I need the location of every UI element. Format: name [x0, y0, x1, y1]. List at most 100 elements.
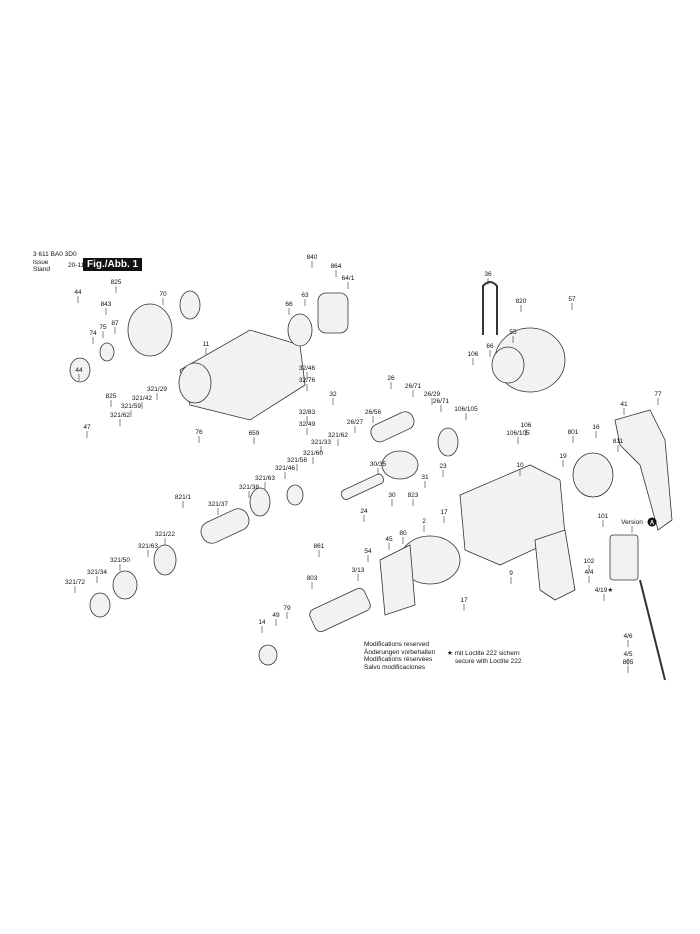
part-label: 4/5	[623, 651, 632, 658]
part-label: 321/72	[65, 579, 85, 586]
part-label: 44	[75, 367, 83, 374]
part-label: 106	[521, 422, 532, 429]
part-label: 864	[331, 263, 342, 270]
version-badge-letter: A	[650, 521, 655, 527]
part-label: 76	[195, 429, 203, 436]
part-label: 32	[329, 391, 337, 398]
part-label: 17	[460, 597, 468, 604]
part-label: 321/22	[155, 531, 175, 538]
part-tool-holder	[127, 303, 173, 357]
part-label: 64/1	[342, 275, 355, 282]
part-label: 45	[385, 536, 393, 543]
part-label: 47	[83, 424, 91, 431]
part-label: 44	[74, 289, 82, 296]
star-icon: ★	[447, 650, 453, 657]
part-ring	[99, 342, 115, 362]
part-label: 321/38	[239, 484, 259, 491]
part-shaft	[340, 473, 385, 500]
note-line: mit Loctite 222 sichern	[454, 650, 520, 657]
part-ring	[112, 570, 138, 600]
part-labels: 84086464/1636682544843708775744411825321…	[65, 254, 662, 673]
part-label: 41	[620, 401, 628, 408]
part-ring	[179, 290, 201, 320]
part-label: 26/27	[347, 419, 364, 426]
part-rear-handle	[614, 409, 673, 531]
part-label: 16	[592, 424, 600, 431]
part-label: 70	[159, 291, 167, 298]
part-label: 811	[613, 438, 624, 445]
part-label: 31	[421, 474, 429, 481]
part-drawings	[69, 281, 673, 681]
note-line: secure with Loctite 222	[455, 657, 522, 665]
note-line: Änderungen vorbehalten	[364, 648, 436, 656]
part-label: 3/13	[352, 567, 365, 574]
part-gear-housing	[179, 329, 306, 421]
modifications-note: Modifications reserved Änderungen vorbeh…	[364, 641, 435, 671]
part-label: 843	[101, 301, 112, 308]
part-baffle	[379, 544, 416, 616]
part-label: 321/46	[275, 465, 295, 472]
issue-label: Issue	[33, 259, 49, 266]
part-label: 32/76	[299, 377, 316, 384]
part-hammer-tube	[200, 508, 250, 544]
part-label: 54	[364, 548, 372, 555]
part-label: 23	[439, 463, 447, 470]
part-label: 75	[99, 324, 107, 331]
part-label: 26/71	[405, 383, 422, 390]
part-label: 10	[516, 462, 524, 469]
part-bearing	[258, 644, 278, 666]
part-label: 30/35	[370, 461, 387, 468]
part-label: 821/1	[175, 494, 192, 501]
part-label: 63	[301, 292, 309, 299]
part-label: 321/42	[132, 395, 152, 402]
note-line: Salvo modificaciones	[364, 663, 426, 671]
part-label: 32/49	[299, 421, 316, 428]
part-piston	[370, 411, 415, 443]
part-ring	[89, 592, 111, 618]
part-label: 66	[285, 301, 293, 308]
part-label: 321/34	[87, 569, 107, 576]
part-label: 101	[598, 513, 609, 520]
part-label: 840	[307, 254, 318, 261]
part-eccentric	[381, 450, 419, 480]
part-label: 80	[399, 530, 407, 537]
part-label: 803	[307, 575, 318, 582]
part-label: 87	[111, 320, 119, 327]
part-label: 4/19★	[595, 586, 614, 594]
part-label: 26	[387, 375, 395, 382]
part-brush-holder	[572, 452, 614, 498]
part-ring	[249, 487, 271, 517]
loctite-note: ★ mit Loctite 222 sichern secure with Lo…	[447, 650, 521, 665]
part-label: 32/83	[299, 409, 316, 416]
part-label: 30	[388, 492, 396, 499]
part-label: 36	[484, 271, 492, 278]
part-label: 102	[584, 558, 595, 565]
part-label: 49	[272, 612, 280, 619]
part-label: 321/62	[328, 432, 348, 439]
part-sleeve	[317, 292, 349, 334]
part-housing-front	[178, 362, 212, 404]
figure-title: Fig./Abb. 1	[83, 258, 143, 271]
part-label: 321/29	[147, 386, 167, 393]
stand-label: Stand	[33, 266, 50, 273]
note-line: Modifications reserved	[364, 641, 430, 648]
part-label: 26/56	[365, 409, 382, 416]
part-label: 321/50	[110, 557, 130, 564]
part-cover-ring	[491, 346, 525, 384]
part-armature	[309, 588, 371, 632]
part-cable	[639, 579, 666, 681]
part-clip	[482, 281, 498, 335]
part-handle	[534, 529, 576, 601]
part-label: 57	[568, 296, 576, 303]
part-bearing	[287, 313, 313, 347]
issue-stand-label: Issue Stand	[33, 259, 50, 273]
part-label: 321/37	[208, 501, 228, 508]
part-label: 77	[654, 391, 662, 398]
part-label: 4/6	[623, 633, 632, 640]
part-label: 801	[568, 429, 579, 436]
part-label: 321/63	[138, 543, 158, 550]
part-label: 14	[258, 619, 266, 626]
part-label: 321/60	[303, 450, 323, 457]
part-switch	[609, 534, 639, 581]
